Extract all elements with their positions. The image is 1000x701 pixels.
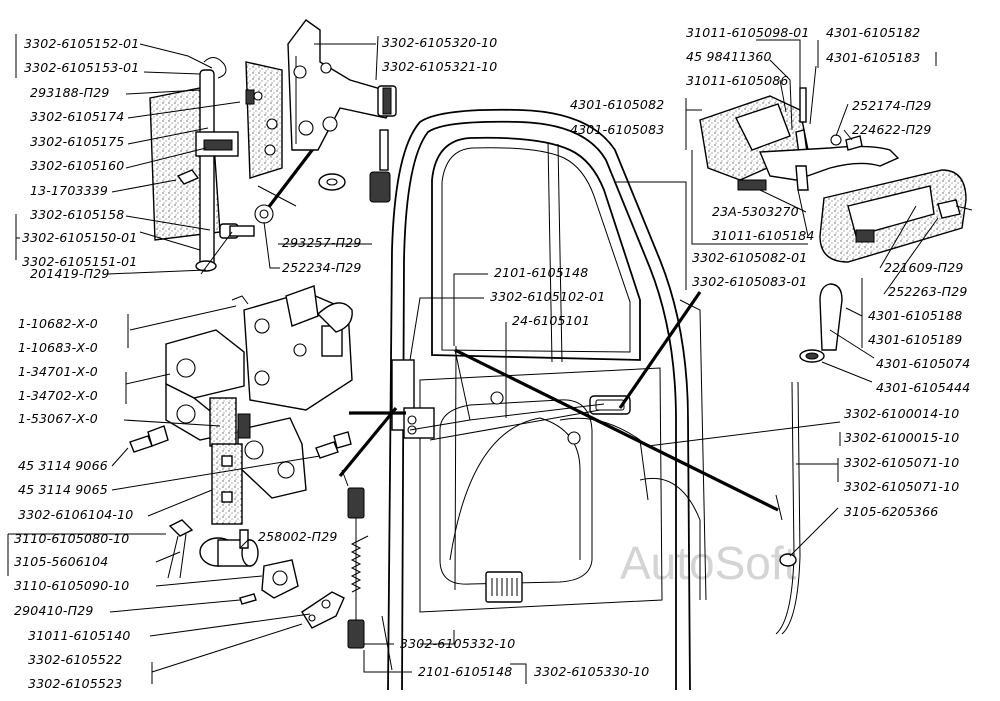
label-3302-6105071-10-b: 3302-6105071-10 xyxy=(844,479,959,494)
lower-rod-assembly xyxy=(347,487,369,649)
label-3105-5606104: 3105-5606104 xyxy=(14,554,108,569)
label-201419-p29: 201419-П29 xyxy=(30,266,110,281)
door-lock-mechanism xyxy=(129,285,353,525)
label-31011-6105098-01: 31011-6105098-01 xyxy=(686,25,810,40)
label-3302-6105152-01: 3302-6105152-01 xyxy=(24,36,139,51)
label-3302-6105523: 3302-6105523 xyxy=(28,676,122,691)
label-3110-6105080-10: 3110-6105080-10 xyxy=(14,531,129,546)
label-1-34702-x-0: 1-34702-Х-0 xyxy=(18,388,98,403)
label-290410-p29: 290410-П29 xyxy=(14,603,94,618)
label-221609-p29: 221609-П29 xyxy=(884,260,964,275)
label-3110-6105090-10: 3110-6105090-10 xyxy=(14,578,129,593)
label-3302-6105174: 3302-6105174 xyxy=(30,109,124,124)
label-2101-6105148-top: 2101-6105148 xyxy=(494,265,588,280)
label-3302-6105332-10: 3302-6105332-10 xyxy=(400,636,515,651)
label-252234-p29: 252234-П29 xyxy=(282,260,362,275)
label-24-6105101: 24-6105101 xyxy=(512,313,590,328)
label-31011-6105184: 31011-6105184 xyxy=(712,228,815,243)
label-3302-6105330-10: 3302-6105330-10 xyxy=(534,664,649,679)
label-1-34701-x-0: 1-34701-Х-0 xyxy=(18,364,98,379)
label-4301-6105074: 4301-6105074 xyxy=(876,356,970,371)
assembly-pointers xyxy=(257,144,783,521)
leader-lines xyxy=(7,34,939,684)
label-3302-6105151-01: 3302-6105151-01 xyxy=(22,254,137,269)
label-3302-6105321-10: 3302-6105321-10 xyxy=(382,59,497,74)
label-4301-6105188: 4301-6105188 xyxy=(868,308,962,323)
label-252174-p29: 252174-П29 xyxy=(852,98,932,113)
label-3302-6100015-10: 3302-6100015-10 xyxy=(844,430,959,445)
label-3302-6105150-01: 3302-6105150-01 xyxy=(22,230,137,245)
lock-cylinder-and-keys xyxy=(167,519,345,629)
inside-handle-assembly xyxy=(699,87,973,635)
label-4301-6105082: 4301-6105082 xyxy=(570,97,664,112)
label-3302-6106104-10: 3302-6106104-10 xyxy=(18,507,133,522)
label-224622-p29: 224622-П29 xyxy=(852,122,932,137)
label-23a-5303270: 23А-5303270 xyxy=(712,204,799,219)
label-3302-6105522: 3302-6105522 xyxy=(28,652,122,667)
label-293188-p29: 293188-П29 xyxy=(30,85,110,100)
door-hinge-3302-6105320 xyxy=(287,19,397,203)
label-1-10682-x-0: 1-10682-Х-0 xyxy=(18,316,98,331)
label-4301-6105189: 4301-6105189 xyxy=(868,332,962,347)
label-4301-6105182: 4301-6105182 xyxy=(826,25,920,40)
label-3302-6105071-10-a: 3302-6105071-10 xyxy=(844,455,959,470)
label-3302-6100014-10: 3302-6100014-10 xyxy=(844,406,959,421)
label-293257-p29: 293257-П29 xyxy=(282,235,362,250)
label-3302-6105175: 3302-6105175 xyxy=(30,134,124,149)
label-3302-6105102-01: 3302-6105102-01 xyxy=(490,289,605,304)
label-1-53067-x-0: 1-53067-Х-0 xyxy=(18,411,98,426)
label-258002-p29: 258002-П29 xyxy=(258,529,338,544)
label-2101-6105148-bottom: 2101-6105148 xyxy=(418,664,512,679)
label-45-3114-9066: 45 3114 9066 xyxy=(18,458,108,473)
label-3302-6105160: 3302-6105160 xyxy=(30,158,124,173)
watermark: AutoSoft xyxy=(620,537,797,589)
label-31011-6105086: 31011-6105086 xyxy=(686,73,789,88)
part-number-labels: 3302-6105152-01 3302-6105153-01 293188-П… xyxy=(14,25,970,691)
label-3302-6105082-01: 3302-6105082-01 xyxy=(692,250,807,265)
label-13-1703339: 13-1703339 xyxy=(30,183,108,198)
label-31011-6105140: 31011-6105140 xyxy=(28,628,131,643)
door-body xyxy=(387,108,707,691)
label-3302-6105153-01: 3302-6105153-01 xyxy=(24,60,139,75)
label-4301-6105183: 4301-6105183 xyxy=(826,50,920,65)
label-3302-6105083-01: 3302-6105083-01 xyxy=(692,274,807,289)
label-252263-p29: 252263-П29 xyxy=(888,284,968,299)
label-1-10683-x-0: 1-10683-Х-0 xyxy=(18,340,98,355)
label-4301-6105444: 4301-6105444 xyxy=(876,380,970,395)
label-4301-6105083: 4301-6105083 xyxy=(570,122,664,137)
label-45-3114-9065: 45 3114 9065 xyxy=(18,482,108,497)
label-3302-6105158: 3302-6105158 xyxy=(30,207,124,222)
label-45-98411360: 45 98411360 xyxy=(686,49,772,64)
label-3302-6105320-10: 3302-6105320-10 xyxy=(382,35,497,50)
upper-hinge-assembly xyxy=(149,57,283,272)
label-3105-6205366: 3105-6205366 xyxy=(844,504,938,519)
